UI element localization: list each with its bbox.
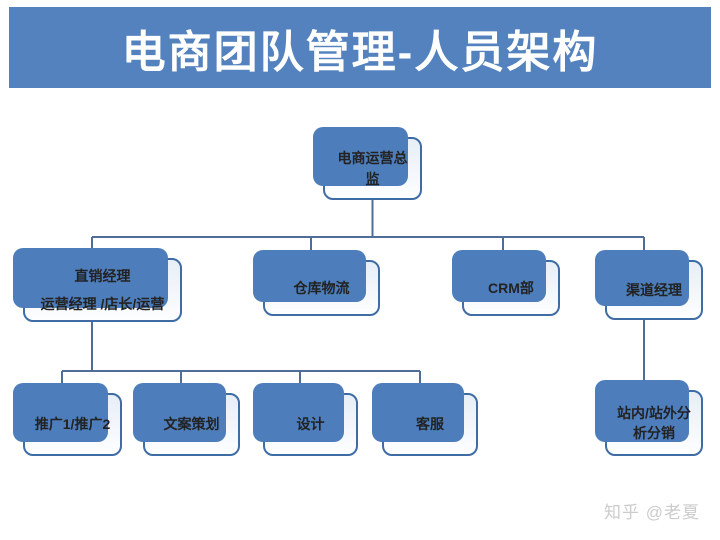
org-node-channel-manager: 渠道经理 [595, 250, 703, 320]
org-node-warehouse: 仓库物流 [253, 250, 380, 316]
org-node-crm: CRM部 [452, 250, 560, 316]
org-node-customer-service: 客服 [372, 383, 478, 456]
org-node-director: 电商运营总监 [313, 127, 422, 200]
slide-title: 电商团队管理-人员架构 [121, 27, 599, 77]
org-node-copywriting: 文案策划 [133, 383, 240, 456]
org-node-design: 设计 [253, 383, 358, 456]
org-node-promotion: 推广1/推广2 [13, 383, 122, 456]
watermark: 知乎 @老夏 [604, 503, 700, 522]
org-node-direct-sales: 直销经理 运营经理 /店长/运营 [13, 248, 182, 322]
title-banner: 电商团队管理-人员架构 [9, 7, 711, 88]
org-node-analysis-distribution: 站内/站外分析分销 [595, 380, 703, 456]
